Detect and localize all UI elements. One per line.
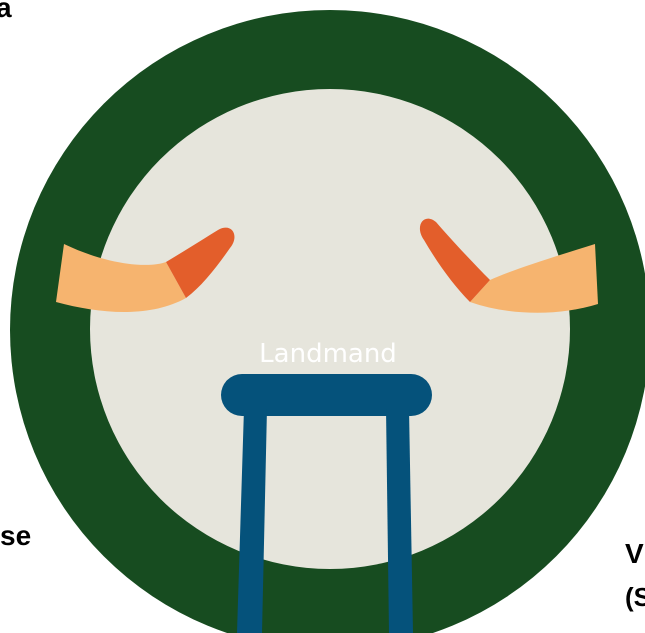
edge-label-right-sub: (S xyxy=(625,584,645,610)
edge-label-left: se xyxy=(0,522,31,550)
edge-label-right: V xyxy=(625,540,644,568)
inner-disc xyxy=(90,89,570,569)
center-label: Landmand xyxy=(238,339,418,369)
edge-label-top-left: a xyxy=(0,0,12,22)
stool-right-leg xyxy=(386,408,413,633)
